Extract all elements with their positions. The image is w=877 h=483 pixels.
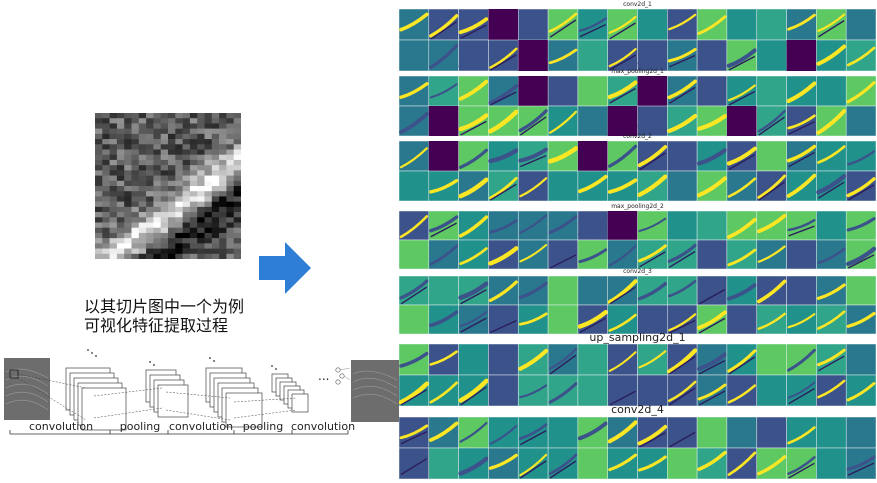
pipeline-label-convolution-3: convolution: [290, 420, 356, 433]
seismic-slice-image: [95, 113, 241, 259]
layer-label-conv2d-1: conv2d_1: [623, 1, 652, 8]
cnn-schematic: ... convolution pooling convolution pool…: [4, 340, 399, 440]
pipeline-label-pooling-2: pooling: [242, 420, 284, 433]
caption-line-2: 可视化特征提取过程: [84, 316, 229, 335]
feature-map-up-sampling2d-1: [399, 344, 876, 406]
pipeline-label-convolution-1: convolution: [28, 420, 94, 433]
feature-map-max-pooling2d-1: [399, 76, 876, 136]
feature-map-conv2d-4: [399, 417, 876, 479]
layer-label-conv2d-4: conv2d_4: [611, 403, 664, 416]
feature-map-conv2d-3: [399, 276, 876, 334]
layer-label-conv2d-2: conv2d_2: [623, 133, 652, 140]
feature-map-conv2d-2: [399, 141, 876, 201]
pipeline-ellipsis: ...: [318, 369, 329, 383]
layer-label-up-sampling2d-1: up_sampling2d_1: [589, 331, 686, 344]
layer-label-conv2d-3: conv2d_3: [623, 268, 652, 275]
right-arrow-icon: [259, 242, 311, 294]
pipeline-label-pooling-1: pooling: [119, 420, 161, 433]
pipeline-label-convolution-2: convolution: [168, 420, 234, 433]
layer-label-max-pooling2d-1: max_pooling2d_1: [611, 68, 664, 75]
feature-map-max-pooling2d-2: [399, 211, 876, 269]
caption-line-1: 以其切片图中一个为例: [84, 297, 245, 316]
layer-label-max-pooling2d-2: max_pooling2d_2: [611, 203, 664, 210]
feature-map-conv2d-1: [399, 9, 876, 71]
